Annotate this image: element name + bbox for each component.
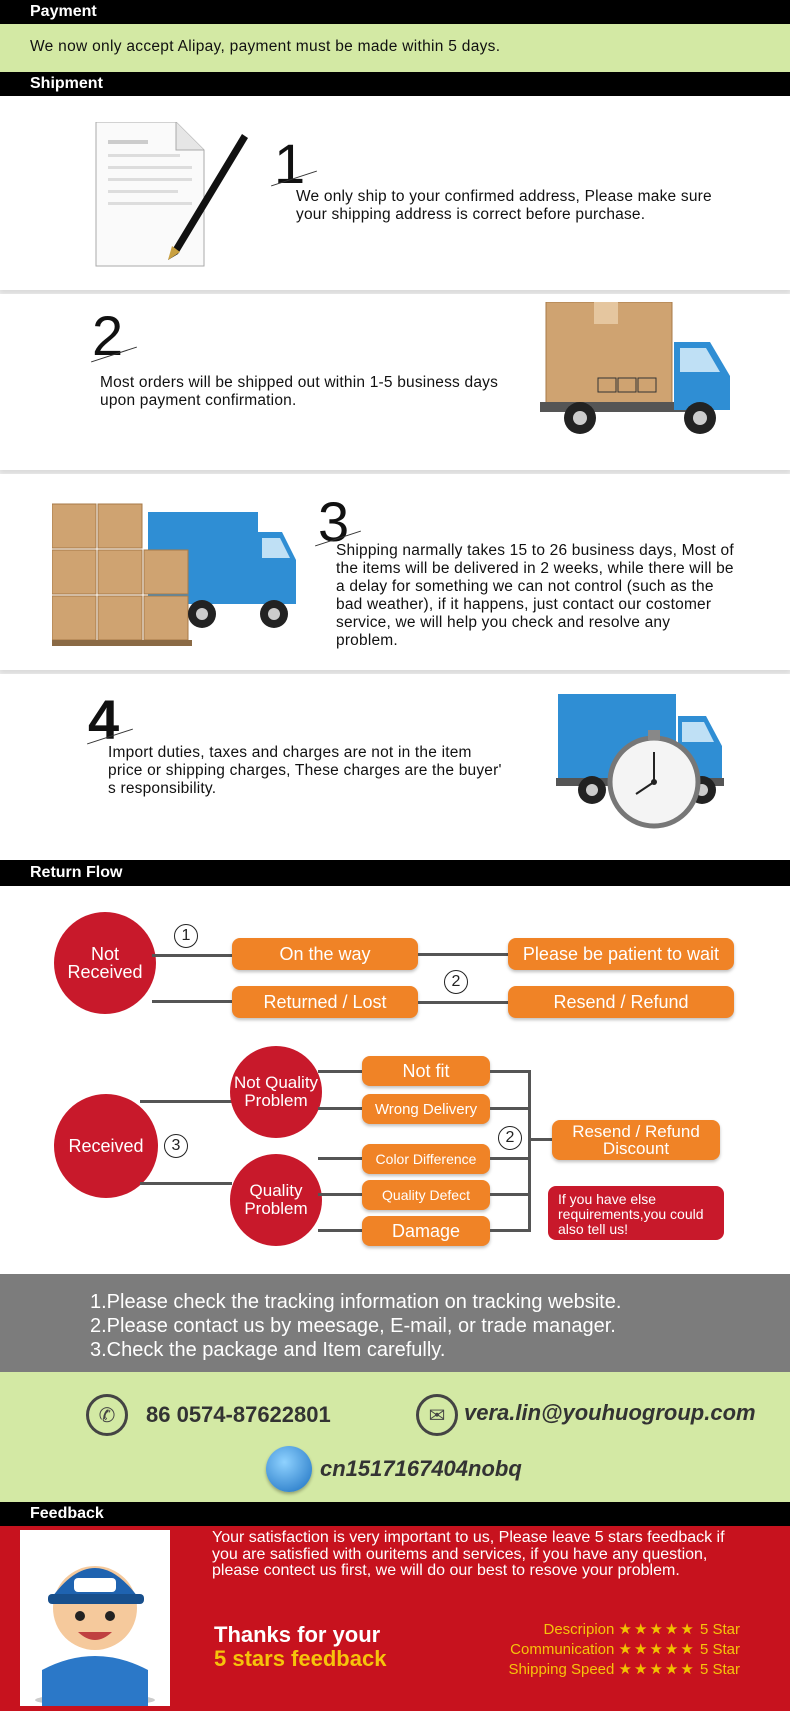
connector	[318, 1107, 362, 1110]
rating-value: 5 Star	[699, 1641, 740, 1658]
truck-boxes-icon	[52, 503, 296, 646]
messenger-icon	[266, 1446, 312, 1492]
shipment-header: Shipment	[0, 72, 790, 96]
payment-header: Payment	[0, 0, 790, 24]
rating-communication: Communication ★★★★★ 5 Star	[440, 1640, 740, 1658]
step-3-text: Shipping narmally takes 15 to 26 busines…	[336, 542, 734, 649]
thanks-line-1: Thanks for your	[214, 1622, 381, 1647]
return-flow-section: Not Received 1 On the way Please be pati…	[0, 886, 790, 1274]
feedback-header: Feedback	[0, 1502, 790, 1526]
connector	[152, 954, 232, 957]
quality-circle: Quality Problem	[230, 1154, 322, 1246]
connector	[490, 1229, 530, 1232]
payment-banner: We now only accept Alipay, payment must …	[0, 24, 790, 72]
rating-value: 5 Star	[699, 1661, 740, 1678]
note-2: 2.Please contact us by meesage, E-mail, …	[90, 1315, 616, 1337]
returned-lost-pill: Returned / Lost	[232, 986, 418, 1018]
feedback-section: Your satisfaction is very important to u…	[0, 1526, 790, 1711]
feedback-mascot-panel	[20, 1530, 170, 1706]
phone-number[interactable]: 86 0574-87622801	[146, 1402, 331, 1427]
connector	[152, 1000, 232, 1003]
note-1: 1.Please check the tracking information …	[90, 1291, 622, 1313]
email-icon: ✉	[416, 1394, 458, 1436]
rating-description: Descripion ★★★★★ 5 Star	[440, 1620, 741, 1638]
mascot-icon	[35, 1566, 155, 1706]
connector	[318, 1070, 362, 1073]
connector	[318, 1157, 362, 1160]
connector	[528, 1138, 552, 1141]
not-quality-circle: Not Quality Problem	[230, 1046, 322, 1138]
rating-label: Shipping Speed	[508, 1661, 615, 1678]
star-icons: ★★★★★	[618, 1661, 696, 1678]
received-circle: Received	[54, 1094, 158, 1198]
return-flow-header: Return Flow	[0, 860, 790, 886]
be-patient-pill: Please be patient to wait	[508, 938, 734, 970]
star-icons: ★★★★★	[618, 1621, 696, 1638]
im-account[interactable]: cn1517167404nobq	[320, 1456, 522, 1481]
else-requirements-box: If you have else requirements,you could …	[548, 1186, 724, 1240]
connector	[490, 1070, 530, 1073]
contact-section: ✆ 86 0574-87622801 ✉ vera.lin@youhuogrou…	[0, 1372, 790, 1502]
connector	[140, 1100, 232, 1103]
resend-refund-discount-pill: Resend / Refund Discount	[552, 1120, 720, 1160]
note-3: 3.Check the package and Item carefully.	[90, 1339, 446, 1361]
step-circle-1: 1	[174, 924, 198, 948]
shipment-step-4: 4 Import duties, taxes and charges are n…	[0, 674, 790, 860]
connector	[490, 1157, 530, 1160]
step-circle-2: 2	[444, 970, 468, 994]
rating-shipping-speed: Shipping Speed ★★★★★ 5 Star	[440, 1660, 740, 1678]
shipment-step-1: 1 We only ship to your confirmed address…	[0, 96, 790, 290]
color-difference-pill: Color Difference	[362, 1144, 490, 1174]
payment-text: We now only accept Alipay, payment must …	[30, 38, 501, 55]
quality-defect-pill: Quality Defect	[362, 1180, 490, 1210]
step-1-text: We only ship to your confirmed address, …	[296, 188, 712, 223]
resend-refund-pill: Resend / Refund	[508, 986, 734, 1018]
not-received-circle: Not Received	[54, 912, 156, 1014]
notes-section: 1.Please check the tracking information …	[0, 1274, 790, 1372]
truck-stopwatch-icon	[556, 694, 724, 829]
step-2-number: 2	[92, 304, 124, 367]
connector	[490, 1107, 530, 1110]
rating-label: Descripion	[543, 1621, 615, 1638]
wrong-delivery-pill: Wrong Delivery	[362, 1094, 490, 1124]
damage-pill: Damage	[362, 1216, 490, 1246]
step-4-number: 4	[88, 688, 120, 751]
connector	[418, 953, 508, 956]
thanks-line-2: 5 stars feedback	[214, 1646, 387, 1671]
shipment-step-2: 2 Most orders will be shipped out within…	[0, 294, 790, 470]
rating-value: 5 Star	[699, 1621, 740, 1638]
phone-icon: ✆	[86, 1394, 128, 1436]
connector	[418, 1001, 508, 1004]
star-icons: ★★★★★	[618, 1641, 696, 1658]
step-2-text: Most orders will be shipped out within 1…	[100, 374, 499, 409]
shipment-step-3: 3 Shipping narmally takes 15 to 26 busin…	[0, 474, 790, 670]
connector	[528, 1070, 531, 1232]
email-address[interactable]: vera.lin@youhuogroup.com	[464, 1400, 756, 1425]
connector	[318, 1193, 362, 1196]
on-the-way-pill: On the way	[232, 938, 418, 970]
document-pen-icon	[95, 122, 248, 267]
rating-label: Communication	[510, 1641, 615, 1658]
step-circle-3: 3	[164, 1134, 188, 1158]
step-4-text: Import duties, taxes and charges are not…	[108, 744, 502, 797]
connector	[140, 1182, 232, 1185]
connector	[490, 1193, 530, 1196]
connector	[318, 1229, 362, 1232]
not-fit-pill: Not fit	[362, 1056, 490, 1086]
step-circle-2b: 2	[498, 1126, 522, 1150]
feedback-text: Your satisfaction is very important to u…	[212, 1529, 725, 1579]
truck-box-icon	[540, 302, 730, 434]
